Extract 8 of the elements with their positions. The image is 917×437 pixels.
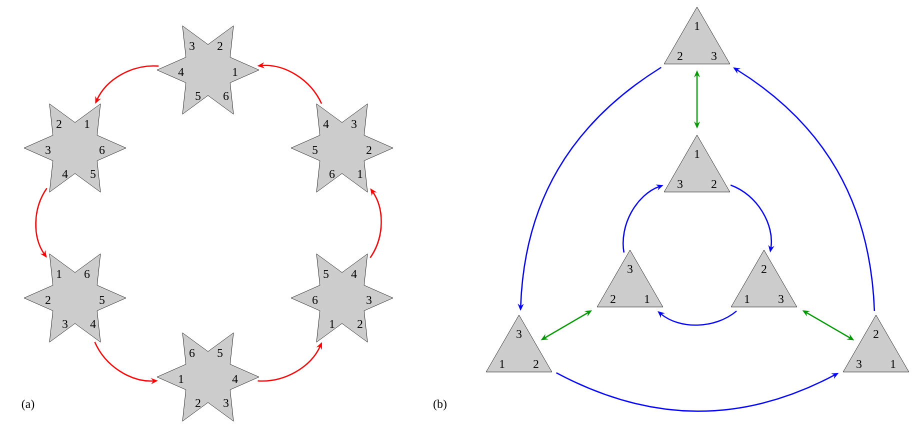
panel-label: (a) bbox=[22, 400, 34, 410]
panel-label: (b) bbox=[434, 400, 446, 410]
triangle: 1 2 3 bbox=[664, 6, 730, 64]
triangle: 3 1 2 bbox=[486, 314, 552, 372]
triangle: 2 3 1 bbox=[842, 314, 910, 372]
triangle: 2 1 3 bbox=[730, 250, 798, 308]
triangle: 1 3 2 bbox=[664, 134, 730, 192]
triangle: 3 2 1 bbox=[596, 250, 664, 308]
